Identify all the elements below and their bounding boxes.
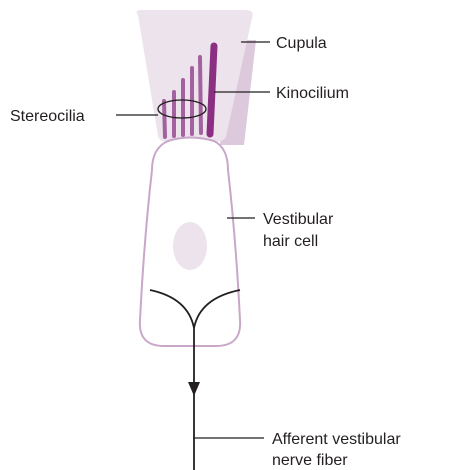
hair-cell-label-line2: hair cell <box>263 233 318 250</box>
hair-cell-label-line1: Vestibular <box>263 211 334 228</box>
kinocilium <box>210 46 214 134</box>
nucleus <box>173 222 207 270</box>
stereocilium-5 <box>200 57 201 133</box>
stereocilium-1 <box>164 101 165 137</box>
cupula-label: Cupula <box>276 35 327 52</box>
stereocilia-label: Stereocilia <box>10 108 85 125</box>
signal-direction-arrowhead <box>188 382 200 396</box>
nerve-fiber-label-line1: Afferent vestibular <box>272 431 401 448</box>
nerve-fiber-label-line2: nerve fiber <box>272 452 348 469</box>
kinocilium-label: Kinocilium <box>276 85 349 102</box>
cupula <box>137 10 256 145</box>
